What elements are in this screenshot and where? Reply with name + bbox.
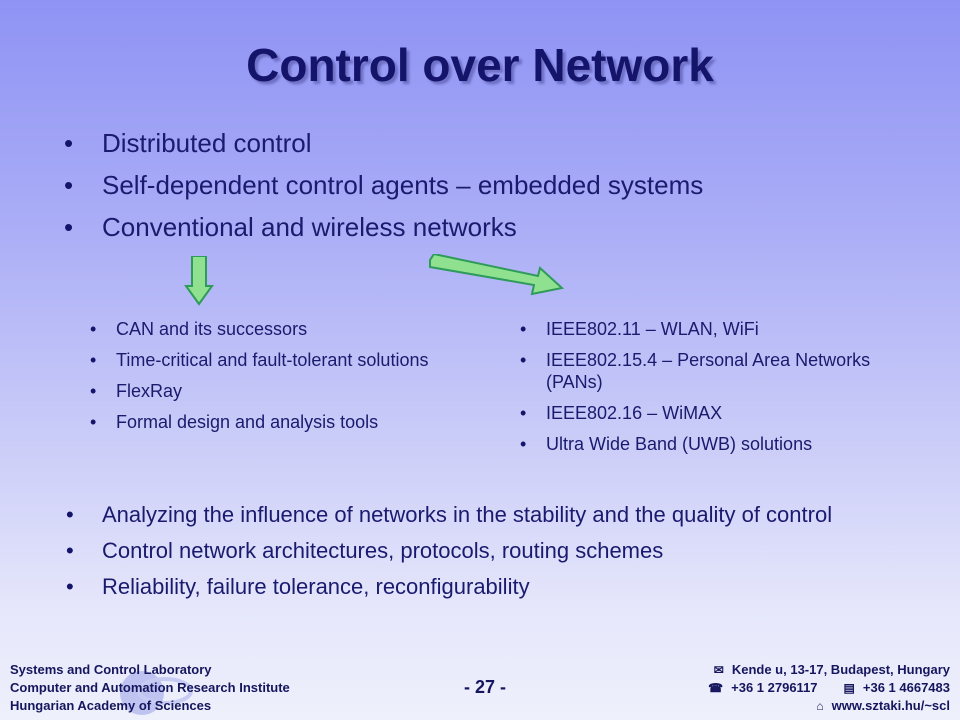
wired-networks-list: CAN and its successors Time-critical and… <box>90 318 476 442</box>
diagonal-arrow-icon <box>429 254 564 296</box>
home-icon: ⌂ <box>816 699 824 713</box>
main-bullet: Self-dependent control agents – embedded… <box>64 170 922 200</box>
fax-icon: ▤ <box>843 681 855 695</box>
sub-bullet: Ultra Wide Band (UWB) solutions <box>520 433 926 455</box>
main-bullet-list: Distributed control Self-dependent contr… <box>64 128 922 254</box>
main-bullet: Conventional and wireless networks <box>64 212 922 242</box>
down-arrow-icon <box>184 256 214 306</box>
slide-title: Control over Network <box>246 39 714 91</box>
footer: Systems and Control Laboratory Computer … <box>0 655 960 720</box>
bottom-bullet: Analyzing the influence of networks in t… <box>66 502 902 528</box>
phone-icon: ☎ <box>708 681 724 695</box>
sub-bullet: CAN and its successors <box>90 318 476 340</box>
footer-web[interactable]: www.sztaki.hu/~scl <box>831 698 950 713</box>
footer-institution: Systems and Control Laboratory Computer … <box>10 661 290 715</box>
bottom-bullet-list: Analyzing the influence of networks in t… <box>66 502 902 610</box>
bottom-bullet: Control network architectures, protocols… <box>66 538 902 564</box>
footer-phone: +36 1 2796117 <box>731 680 818 695</box>
bottom-bullet: Reliability, failure tolerance, reconfig… <box>66 574 902 600</box>
sub-bullet: IEEE802.11 – WLAN, WiFi <box>520 318 926 340</box>
wireless-networks-list: IEEE802.11 – WLAN, WiFi IEEE802.15.4 – P… <box>520 318 926 464</box>
footer-fax: +36 1 4667483 <box>862 680 950 695</box>
footer-contact: ✉ Kende u, 13-17, Budapest, Hungary ☎ +36 … <box>704 661 950 715</box>
envelope-icon: ✉ <box>713 663 724 677</box>
footer-address: Kende u, 13-17, Budapest, Hungary <box>731 662 950 677</box>
page-number: - 27 - <box>463 677 506 697</box>
sub-bullet: Formal design and analysis tools <box>90 411 476 433</box>
footer-lab: Systems and Control Laboratory <box>10 662 212 677</box>
sub-bullet: IEEE802.16 – WiMAX <box>520 402 926 424</box>
main-bullet: Distributed control <box>64 128 922 158</box>
sub-bullet: Time-critical and fault-tolerant solutio… <box>90 349 476 371</box>
sub-bullet: IEEE802.15.4 – Personal Area Networks (P… <box>520 349 926 393</box>
footer-institute: Computer and Automation Research Institu… <box>10 680 290 695</box>
sub-bullet: FlexRay <box>90 380 476 402</box>
institute-logo-icon <box>120 671 193 715</box>
footer-academy: Hungarian Academy of Sciences <box>10 698 212 713</box>
